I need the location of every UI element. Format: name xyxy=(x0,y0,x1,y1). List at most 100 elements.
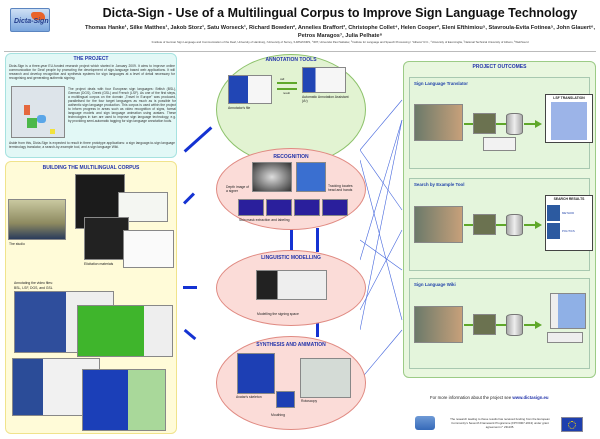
elicitation-photos xyxy=(84,217,129,260)
translator-section: Sign Language Translator LSF TRANSLATION xyxy=(409,77,593,169)
corpus-heading: BUILDING THE MULTILINGUAL CORPUS xyxy=(42,165,140,171)
skin-mask-1 xyxy=(238,199,264,216)
studio-caption: The studio xyxy=(9,242,25,246)
green-arrow xyxy=(496,123,506,125)
divider xyxy=(4,51,596,52)
arrow-to-annotation xyxy=(183,126,213,153)
green-arrow xyxy=(496,224,506,226)
project-intro: Dicta-Sign is a three-year EU-funded res… xyxy=(9,64,175,80)
result-arrow xyxy=(277,88,297,90)
skin-mask-4 xyxy=(322,199,348,216)
wiki-title: Sign Language Wiki xyxy=(414,282,456,287)
result-method[interactable]: METHOD xyxy=(562,211,575,215)
dicta-sign-logo: Dicta-Sign xyxy=(10,8,50,32)
fp7-logo xyxy=(415,416,435,430)
tracking-image xyxy=(296,162,326,192)
lsf-translation-box: LSF TRANSLATION xyxy=(545,94,593,143)
search-section: Search by Example Tool SEARCH RESULTS ME… xyxy=(409,178,593,271)
studio-photo xyxy=(8,199,66,240)
elicitation-caption: Elicitation materials xyxy=(84,262,114,266)
arrow-head-icon xyxy=(535,120,542,128)
signing-space-model xyxy=(256,270,327,300)
skin-mask-3 xyxy=(294,199,320,216)
wiki-sign-strip xyxy=(547,332,583,343)
linguistic-heading: LINGUISTIC MODELLING xyxy=(261,255,321,261)
mouthing-image xyxy=(276,391,295,408)
project-panel: THE PROJECT Dicta-Sign is a three-year E… xyxy=(5,53,177,158)
annotating-caption: Annotating the video files: xyxy=(14,281,53,285)
green-arrow xyxy=(524,324,536,326)
skin-caption: Skin mask extraction and labeling xyxy=(239,218,290,222)
arrow-head-icon xyxy=(535,321,542,329)
green-arrow xyxy=(496,324,506,326)
skin-mask-2 xyxy=(266,199,292,216)
avatar-skeleton-image xyxy=(237,353,275,394)
corpus-panel: BUILDING THE MULTILINGUAL CORPUS The stu… xyxy=(5,161,177,434)
outcomes-panel: PROJECT OUTCOMES Sign Language Translato… xyxy=(403,61,596,378)
depth-caption: Depth image of a signer xyxy=(226,185,249,193)
arrow-to-recognition xyxy=(182,192,196,205)
translator-sign-input xyxy=(473,113,496,134)
funding-note: The research leading to these results ha… xyxy=(450,417,550,429)
database-icon xyxy=(506,113,523,135)
call-arrow xyxy=(277,82,297,84)
translator-title: Sign Language Translator xyxy=(414,81,468,86)
green-arrow xyxy=(524,123,536,125)
connector-1 xyxy=(290,228,293,252)
green-arrow xyxy=(464,123,473,125)
annotating-languages: BSL, LSF, DGS, and GSL xyxy=(14,286,53,290)
arrow-head-icon xyxy=(535,221,542,229)
translator-user-photo xyxy=(414,104,463,141)
annotation-screenshot-gsl xyxy=(82,369,166,431)
annotator-file-screenshot xyxy=(228,75,272,104)
affiliations: ¹Institute of German Sign Language and C… xyxy=(151,40,529,44)
arrow-to-synthesis xyxy=(183,328,197,341)
wiki-screenshot xyxy=(550,293,586,329)
eu-flag xyxy=(561,417,583,432)
connector-2 xyxy=(316,228,319,252)
annotator-file-caption: Annotator's file xyxy=(228,106,251,110)
annotation-tools-ellipse xyxy=(216,54,366,165)
mouthing-caption: Mouthing xyxy=(271,413,285,417)
annotation-heading: ANNOTATION TOOLS xyxy=(265,57,317,63)
annotation-screenshot-lsf xyxy=(77,305,173,357)
wiki-sign-input xyxy=(473,314,496,335)
linguistic-caption: Modelling the signing space xyxy=(257,312,299,316)
project-applications: Aside from this, Dicta-Sign is expected … xyxy=(9,141,175,149)
search-title: Search by Example Tool xyxy=(414,182,465,187)
outcomes-heading: PROJECT OUTCOMES xyxy=(472,64,527,70)
depth-image xyxy=(252,162,292,192)
translator-sign-variants xyxy=(483,137,516,151)
project-url[interactable]: www.dictasign.eu xyxy=(512,395,549,400)
arrow-to-linguistic xyxy=(183,286,197,289)
skeleton-caption: Avatar's skeleton xyxy=(236,395,262,399)
poster-title: Dicta-Sign - Use of a Multilingual Corpu… xyxy=(102,6,578,20)
result-politics[interactable]: POLITICS xyxy=(562,229,575,233)
authors: Thomas Hanke¹, Silke Matthes¹, Jakob Sto… xyxy=(84,25,596,39)
call-label: call xyxy=(280,77,285,81)
connector-3 xyxy=(316,323,319,337)
recognition-heading: RECOGNITION xyxy=(273,154,309,160)
result-label: result xyxy=(283,91,290,95)
result-thumb xyxy=(547,223,560,239)
assistant-caption: Automatic Annotation Assistant (A³) xyxy=(302,95,349,103)
rotoscopy-caption: Rotoscopy xyxy=(301,399,318,403)
lsf-avatar xyxy=(551,102,587,140)
wiki-user-photo xyxy=(414,306,463,343)
green-arrow xyxy=(464,324,473,326)
elicitation-drawing xyxy=(123,230,174,268)
assistant-screenshot xyxy=(302,67,346,93)
search-user-photo xyxy=(414,206,463,243)
lsf-translation-label: LSF TRANSLATION xyxy=(553,96,585,100)
europe-map xyxy=(11,86,65,138)
outcome-connectors xyxy=(360,99,403,380)
green-arrow xyxy=(524,224,536,226)
database-icon xyxy=(506,214,523,236)
wiki-section: Sign Language Wiki xyxy=(409,278,590,369)
tracking-caption: Tracking locates head and hands xyxy=(328,184,353,192)
green-arrow xyxy=(464,224,473,226)
search-results-label: SEARCH RESULTS xyxy=(553,197,585,201)
project-heading: THE PROJECT xyxy=(73,56,109,62)
more-info-text: For more information about the project s… xyxy=(430,395,512,400)
rotoscopy-image xyxy=(300,358,351,398)
